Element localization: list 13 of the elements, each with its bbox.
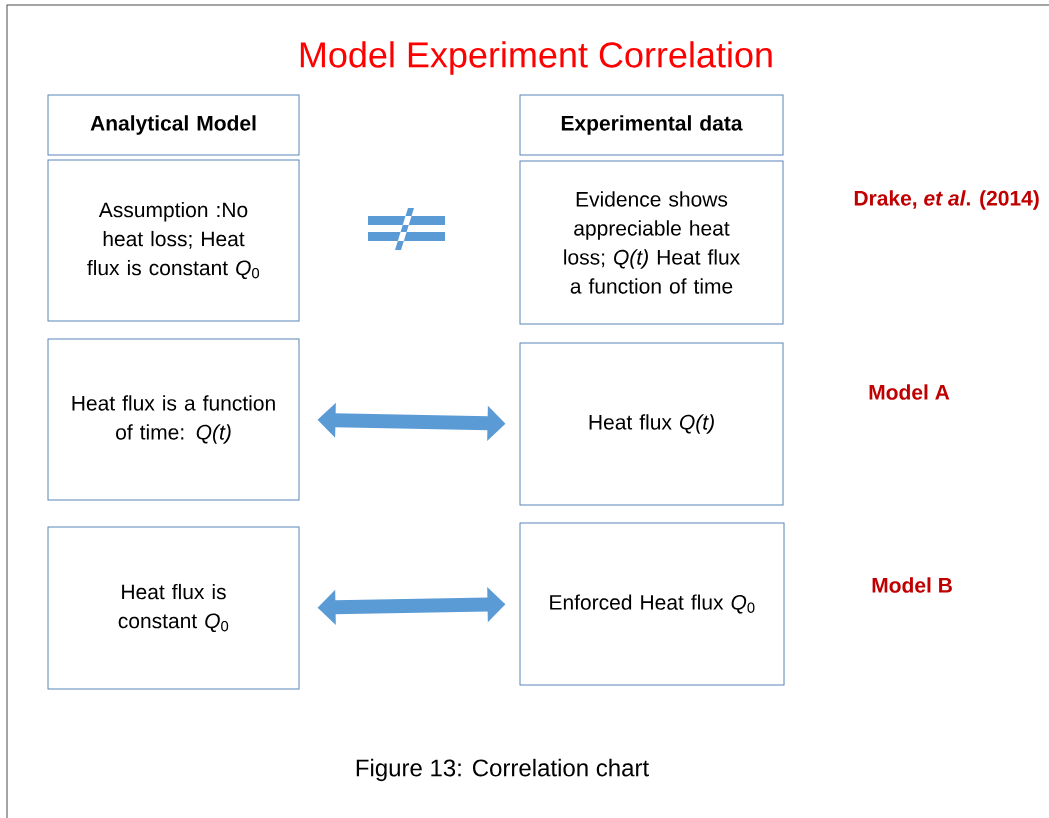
- header-box: Analytical Model: [47, 94, 300, 156]
- text-box: Heat flux is a function of time: Q(t): [47, 338, 300, 501]
- text-box: Enforced Heat flux Q$_{0}$: [519, 522, 785, 686]
- header-box: Experimental data: [519, 94, 784, 156]
- text-box: Evidence shows appreciable heat loss; Q(t) Heat flux a function of time: [519, 160, 784, 325]
- title: Model Experiment Correlation: [300, 41, 772, 75]
- text-box: Heat flux Q(t): [519, 342, 784, 506]
- caption: Figure 13: Correlation chart: [356, 758, 649, 782]
- text-box: Assumption :No heat loss; Heat flux is constant Q$_{0}$: [47, 159, 300, 322]
- model-label: Model B: [872, 577, 952, 593]
- text-box: Heat flux is constant Q$_{0}$: [47, 526, 300, 690]
- citation-label: Drake, et al. (2014): [854, 190, 1039, 210]
- model-label: Model A: [869, 384, 950, 400]
